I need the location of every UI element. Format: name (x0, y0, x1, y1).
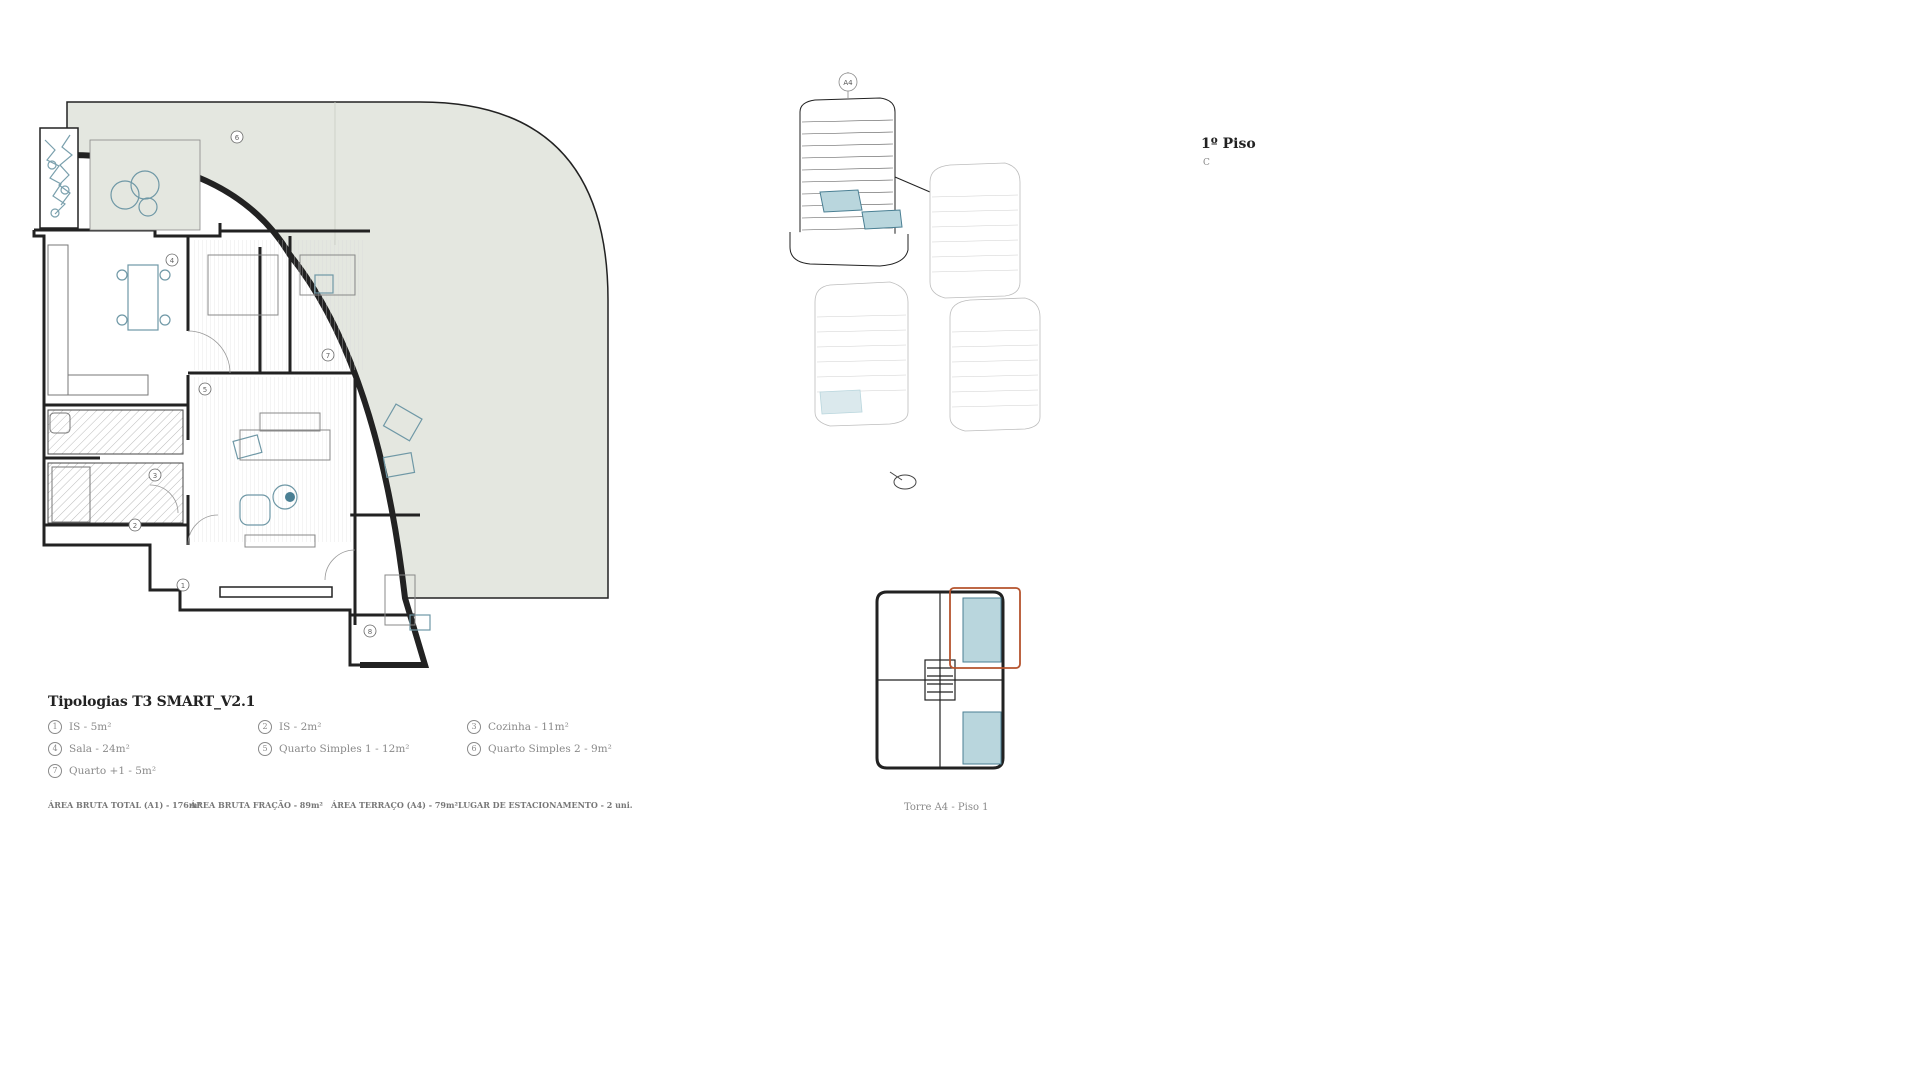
compass-icon (889, 471, 917, 490)
key-plan (855, 580, 1025, 790)
room-marker-8: 8 (368, 628, 372, 636)
floor-subtitle: C (1203, 158, 1210, 168)
axonometric-view: A4 (770, 72, 1090, 492)
floor-title: 1º Piso (1201, 136, 1256, 152)
key-plan-caption: Torre A4 - Piso 1 (904, 802, 989, 813)
room-marker-6: 6 (235, 134, 240, 142)
room-marker-3: 3 (153, 472, 157, 480)
area-gross-unit: ÁREA BRUTA FRAÇÃO - 89m² (190, 800, 323, 810)
floor-plan-drawing: 4 6 5 7 3 2 1 8 (32, 101, 609, 668)
selected-unit-highlight[interactable] (949, 587, 1021, 669)
room-marker-4: 4 (170, 257, 175, 265)
room-marker-1: 1 (181, 582, 185, 590)
tower-tag: A4 (843, 79, 853, 87)
tower-a4 (789, 97, 909, 267)
floor-plan: 4 6 5 7 3 2 1 8 (30, 95, 610, 675)
axonometric-drawing: A4 (789, 72, 1041, 490)
key-plan-drawing (875, 587, 1021, 770)
exterior-wall (32, 230, 360, 667)
typology-title: Tipologias T3 SMART_V2.1 (48, 694, 256, 710)
room-marker-7: 7 (326, 352, 330, 360)
area-gross-total: ÁREA BRUTA TOTAL (A1) - 176m² (48, 800, 201, 810)
area-parking: LUGAR DE ESTACIONAMENTO - 2 uni. (458, 800, 633, 810)
room-marker-2: 2 (133, 522, 137, 530)
room-marker-5: 5 (203, 386, 207, 394)
area-terrace: ÁREA TERRAÇO (A4) - 79m² (331, 800, 458, 810)
